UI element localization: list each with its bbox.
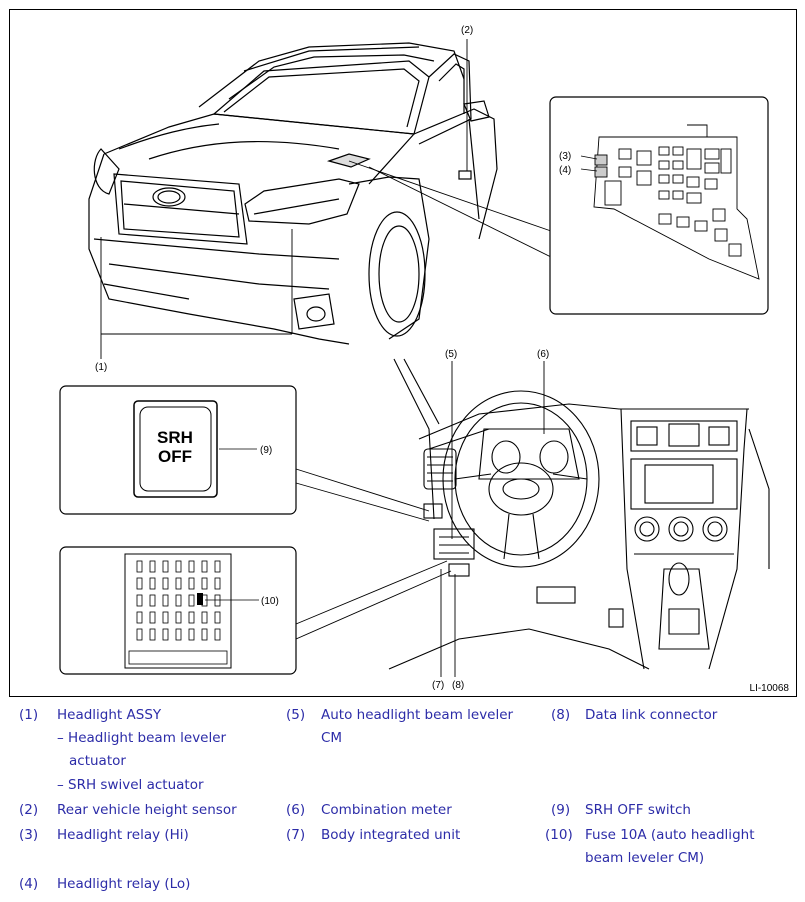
legend-num: (4) bbox=[19, 876, 39, 892]
fuse-slot bbox=[175, 611, 182, 624]
legend-label: Body integrated unit bbox=[321, 827, 461, 843]
fuse-slot bbox=[136, 560, 143, 573]
fuse-slot bbox=[162, 577, 169, 590]
legend-subitem-1: – Headlight beam leveler bbox=[57, 730, 227, 746]
fuse-slot bbox=[214, 577, 221, 590]
fuse-slot bbox=[188, 594, 195, 607]
wiring-location-diagram: (1) (2) bbox=[9, 9, 797, 697]
figure-code: LI-10068 bbox=[750, 683, 790, 694]
fuse-slot bbox=[175, 594, 182, 607]
legend-num: (9) bbox=[551, 802, 571, 818]
fuse-slot bbox=[188, 628, 195, 641]
fuse-slot bbox=[188, 577, 195, 590]
legend-num: (5) bbox=[286, 707, 306, 723]
fuse-slot bbox=[149, 611, 156, 624]
fuse-slot bbox=[149, 560, 156, 573]
vehicle-illustration bbox=[88, 42, 498, 345]
legend-label: Headlight relay (Lo) bbox=[57, 876, 191, 892]
callout-3: (3) bbox=[559, 151, 571, 162]
fuse-slot bbox=[175, 577, 182, 590]
callout-10: (10) bbox=[261, 596, 279, 607]
fuse-slot bbox=[188, 611, 195, 624]
legend-subitem-1-cont: actuator bbox=[69, 753, 126, 769]
srh-label-line1: SRH bbox=[157, 428, 193, 447]
fuse-box-inset: (10) bbox=[59, 546, 297, 675]
fuse-slot bbox=[136, 594, 143, 607]
fuse-slot bbox=[162, 594, 169, 607]
fuse-slot bbox=[149, 577, 156, 590]
fuse-slot bbox=[214, 628, 221, 641]
legend-label: Auto headlight beam leveler bbox=[321, 707, 514, 723]
fuse-slot bbox=[136, 628, 143, 641]
callout-6: (6) bbox=[537, 349, 549, 360]
fuse-slot bbox=[162, 611, 169, 624]
callout-5: (5) bbox=[445, 349, 457, 360]
fuse-slot bbox=[162, 628, 169, 641]
fuse-slot bbox=[201, 628, 208, 641]
callout-4: (4) bbox=[559, 165, 571, 176]
callout-7: (7) bbox=[432, 680, 444, 691]
legend-item-5-cont: CM bbox=[321, 730, 343, 746]
legend-item-10-cont: beam leveler CM) bbox=[585, 850, 705, 866]
fuse-slot bbox=[201, 577, 208, 590]
legend: (1) Headlight ASSY – Headlight beam leve… bbox=[0, 700, 805, 900]
callout-2: (2) bbox=[461, 25, 473, 36]
legend-label: Data link connector bbox=[585, 707, 718, 723]
legend-num: (7) bbox=[286, 827, 306, 843]
legend-subitem-2: – SRH swivel actuator bbox=[57, 777, 204, 793]
legend-num: (6) bbox=[286, 802, 306, 818]
relay-box-inset: (3) (4) bbox=[549, 96, 769, 315]
fuse-slot bbox=[162, 560, 169, 573]
fuse-slot bbox=[214, 594, 221, 607]
srh-label-line2: OFF bbox=[158, 447, 192, 466]
fuse-slot bbox=[188, 560, 195, 573]
fuse-slot bbox=[201, 611, 208, 624]
legend-num: (3) bbox=[19, 827, 39, 843]
legend-label: Headlight relay (Hi) bbox=[57, 827, 189, 843]
srh-off-switch-inset: SRH OFF (9) bbox=[59, 385, 297, 515]
legend-num: (2) bbox=[19, 802, 39, 818]
fuse-slot bbox=[149, 628, 156, 641]
fuse-slot bbox=[214, 611, 221, 624]
fuse-slot bbox=[136, 577, 143, 590]
fuse-grid bbox=[136, 560, 221, 641]
legend-num: (10) bbox=[545, 827, 573, 843]
fuse-slot bbox=[149, 594, 156, 607]
fuse-slot bbox=[175, 560, 182, 573]
fuse-slot bbox=[214, 560, 221, 573]
legend-label: Fuse 10A (auto headlight bbox=[585, 827, 755, 843]
fuse-slot bbox=[175, 628, 182, 641]
fuse-slot bbox=[136, 611, 143, 624]
callout-9: (9) bbox=[260, 445, 272, 456]
legend-num: (8) bbox=[551, 707, 571, 723]
fuse-slot bbox=[201, 560, 208, 573]
dashboard-illustration bbox=[388, 358, 770, 670]
legend-label: Headlight ASSY bbox=[57, 707, 162, 723]
legend-label: SRH OFF switch bbox=[585, 802, 691, 818]
legend-label: Rear vehicle height sensor bbox=[57, 802, 237, 818]
callout-1: (1) bbox=[95, 362, 107, 373]
callout-8: (8) bbox=[452, 680, 464, 691]
legend-num: (1) bbox=[19, 707, 39, 723]
legend-label: Combination meter bbox=[321, 802, 452, 818]
